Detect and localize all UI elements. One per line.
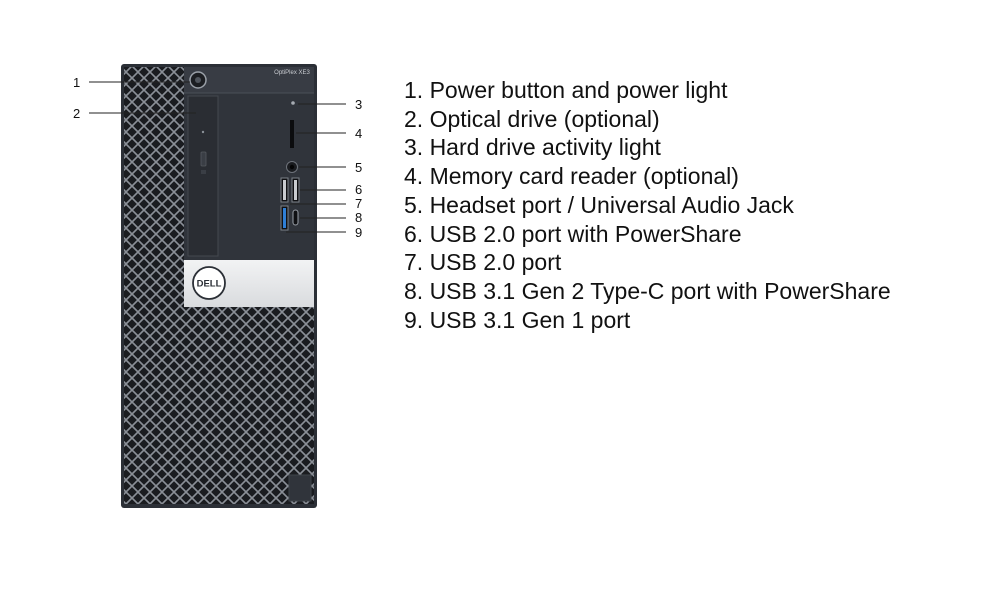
dell-logo-text: DELL [197,279,222,290]
dell-logo [192,266,226,300]
optical-drive-eject-button[interactable] [200,151,207,167]
legend-item: 7. USB 2.0 port [404,249,562,276]
product-label: OptiPlex XE3 [274,70,310,76]
legend-item: 2. Optical drive (optional) [404,105,660,132]
legend-item: 3. Hard drive activity light [404,134,661,161]
optical-drive[interactable] [187,95,219,257]
service-tag-panel [288,474,312,502]
hdd-activity-light [291,101,295,105]
callout-number-2: 2 [73,106,80,121]
callout-number-8: 8 [355,210,362,225]
callout-number-5: 5 [355,160,362,175]
callout-number-3: 3 [355,97,362,112]
optical-drive-eject-light [201,130,205,134]
component-legend: 1. Power button and power light 2. Optic… [404,76,891,334]
callout-number-9: 9 [355,225,362,240]
legend-item: 9. USB 3.1 Gen 1 port [404,306,631,333]
callout-number-7: 7 [355,196,362,211]
front-mesh-lower [124,307,314,504]
callout-number-1: 1 [73,75,80,90]
legend-item: 5. Headset port / Universal Audio Jack [404,191,794,218]
callout-number-4: 4 [355,126,362,141]
legend-item: 4. Memory card reader (optional) [404,163,739,190]
legend-item: 6. USB 2.0 port with PowerShare [404,220,742,247]
legend-item: 8. USB 3.1 Gen 2 Type-C port with PowerS… [404,277,891,304]
memory-card-reader[interactable] [290,120,294,148]
usb-type-c-port[interactable] [292,209,299,226]
power-light [195,77,201,83]
callout-number-6: 6 [355,182,362,197]
legend-item: 1. Power button and power light [404,77,728,103]
